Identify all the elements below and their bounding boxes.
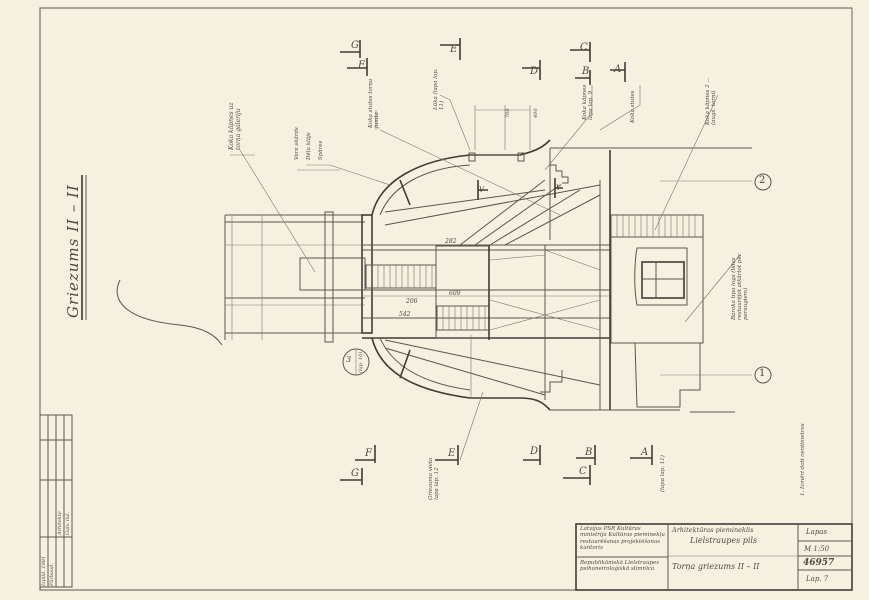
annotation-hatch: Lūka (lapa lap. 11): [433, 68, 445, 110]
annotation-stairs-top: Koka kāpnes 2 ... (augš. torņi): [705, 77, 717, 125]
section-mark-A-bottom: A: [641, 447, 649, 458]
title-block-monument-name: Lielstraupes pils: [690, 536, 758, 545]
dimension-400: 400: [533, 108, 539, 118]
section-mark-C-top: C: [580, 42, 588, 53]
title-block-scale: M 1:50: [804, 545, 830, 553]
stamp-chief-engineer: Galv. inž.: [65, 511, 71, 535]
title-block-grid: [575, 523, 853, 591]
annotation-stairs-gallery: Koka kāpnes uz torņa galeriju: [228, 102, 242, 150]
title-underline: [81, 175, 87, 320]
annotation-stairs-9: Koka kāpnes lapa lap. 9: [582, 84, 594, 120]
section-mark-E-top: E: [450, 44, 458, 55]
drawing-title: Griezums II – II: [64, 184, 82, 318]
stamp-architect: Arhitekte: [57, 511, 63, 535]
section-mark-F-top: F: [358, 60, 365, 71]
axis-marker-1: [754, 366, 772, 384]
baroque-window: [634, 247, 688, 306]
dimension-700: 700: [505, 108, 511, 118]
section-mark-D-bottom: D: [530, 446, 539, 457]
section-cut-label-left: V: [479, 186, 485, 194]
tower-section: [224, 139, 752, 413]
title-block-sheet: Lap. 7: [806, 575, 829, 583]
annotation-tower-supports: Koka stutes torņa jumta: [368, 78, 380, 128]
section-mark-E-bottom: E: [448, 448, 456, 459]
axis-label-2: 2: [759, 175, 766, 186]
detail-callout-sheet: (lap. 10): [358, 351, 364, 373]
detail-callout-number: 3: [346, 355, 352, 364]
section-mark-C-bottom: C: [579, 466, 587, 477]
title-block-client: Republikāniskā Lielstraupes psihoneirolo…: [580, 560, 660, 573]
dimension-609: 609: [449, 290, 461, 297]
title-block-monument-label: Arhitektūras piemineklis: [672, 526, 754, 534]
annotation-copper-sheet: Vara skārds: [294, 127, 300, 160]
annotation-section-place: Griezuma vieta lapa lap. 12: [428, 457, 440, 500]
annotation-baroque-window: Baroka tipa logs (lidas restaurējot atkā…: [731, 253, 749, 320]
stamp-executor: Izpild. 1981: [41, 555, 47, 586]
section-cut-label-right: V: [556, 184, 562, 192]
title-block-number: 46957: [803, 558, 835, 568]
section-mark-G-top: G: [351, 40, 359, 51]
left-stamp-grid: [39, 414, 73, 588]
annotation-note-dimensions: 1. Izmēri doti centimetros: [800, 423, 806, 496]
section-markers-bottom-lines: [340, 445, 653, 485]
axis-marker-2: [754, 173, 772, 191]
title-block-stage: Lapas: [806, 528, 828, 536]
section-mark-G-bottom: G: [351, 468, 359, 479]
axis-label-1: 1: [759, 368, 766, 379]
annotation-wood-posts: Koka stutes: [630, 90, 636, 124]
section-mark-F-bottom: F: [365, 448, 372, 459]
section-mark-D-top: D: [530, 66, 539, 77]
dimension-282: 282: [445, 238, 457, 245]
title-block-sheet-title: Torņa griezums II – II: [672, 562, 760, 571]
terrain-curve: [116, 279, 223, 346]
section-mark-A-top: A: [614, 64, 622, 75]
section-mark-B-top: B: [582, 66, 590, 77]
section-markers-top-lines: [340, 38, 626, 85]
section-mark-B-bottom: B: [585, 447, 593, 458]
annotation-rafters: Spāres: [318, 140, 324, 160]
section-cut-marks: [477, 178, 563, 200]
annotation-board-deck: Dēļu klājs: [306, 132, 312, 160]
annotation-sheet-ref: (lapa lap. 11): [660, 455, 666, 492]
title-block-organization: Latvijas PSR Kultūras ministrija Kultūra…: [580, 526, 665, 551]
dimension-206: 206: [406, 298, 418, 305]
stamp-checked: Pārbaud.: [49, 563, 55, 586]
dimension-542: 542: [399, 311, 411, 318]
